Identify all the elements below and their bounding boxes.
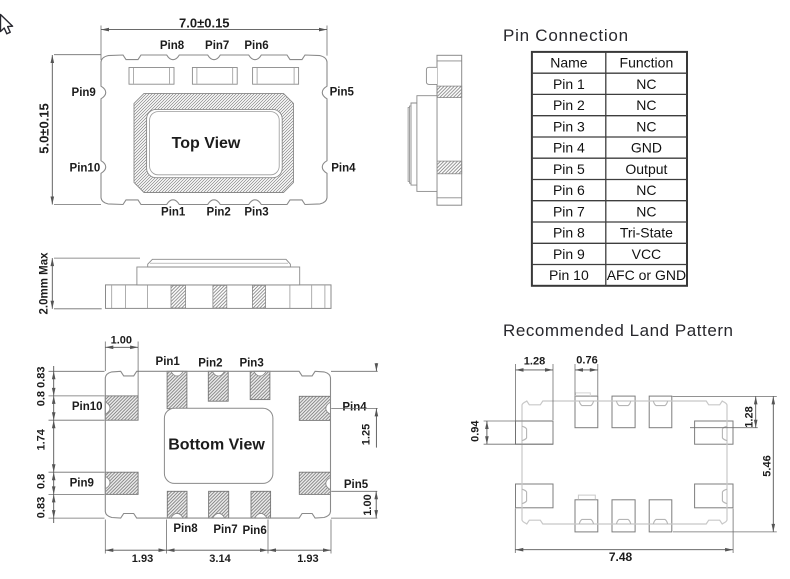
svg-text:Top View: Top View [172,135,241,152]
svg-text:7.48: 7.48 [609,550,633,564]
svg-text:0.8: 0.8 [35,474,47,489]
svg-text:1.00: 1.00 [362,494,374,515]
svg-text:Pin1: Pin1 [161,207,186,219]
svg-text:1.93: 1.93 [132,553,153,565]
svg-text:Pin8: Pin8 [173,523,198,535]
svg-text:Pin 6: Pin 6 [553,182,585,198]
svg-text:Pin8: Pin8 [160,40,185,52]
svg-text:NC: NC [636,203,656,219]
svg-text:Pin Connection: Pin Connection [503,26,629,45]
svg-text:Pin 10: Pin 10 [549,267,589,283]
svg-text:Tri-State: Tri-State [620,225,673,241]
svg-text:Output: Output [625,161,667,177]
svg-text:Pin5: Pin5 [344,479,369,491]
svg-text:Pin 8: Pin 8 [553,225,585,241]
svg-text:Pin4: Pin4 [342,402,367,414]
svg-text:Pin 9: Pin 9 [553,246,585,262]
svg-text:Pin 3: Pin 3 [553,118,585,134]
svg-text:1.74: 1.74 [35,428,47,450]
svg-text:0.8: 0.8 [35,391,47,406]
svg-text:1.28: 1.28 [524,355,545,367]
svg-text:Pin9: Pin9 [70,478,94,490]
svg-text:Function: Function [620,55,674,71]
svg-text:1.28: 1.28 [743,406,755,427]
svg-text:1.93: 1.93 [297,553,318,565]
svg-text:NC: NC [636,118,656,134]
svg-text:Pin3: Pin3 [244,207,268,219]
svg-text:Pin 5: Pin 5 [553,161,585,177]
svg-text:5.46: 5.46 [761,455,773,476]
svg-text:Pin7: Pin7 [213,524,237,536]
svg-text:1.25: 1.25 [361,424,373,445]
svg-text:0.94: 0.94 [470,420,482,442]
svg-text:Pin2: Pin2 [198,358,222,370]
svg-text:Recommended Land Pattern: Recommended Land Pattern [503,321,734,340]
svg-text:Pin 2: Pin 2 [553,97,585,113]
svg-text:Pin 4: Pin 4 [553,140,585,156]
svg-text:Bottom View: Bottom View [168,437,265,454]
svg-text:Pin5: Pin5 [330,86,355,98]
svg-text:Pin10: Pin10 [72,401,103,413]
svg-text:AFC or GND: AFC or GND [607,267,686,283]
svg-text:Name: Name [550,55,588,71]
svg-text:Pin3: Pin3 [239,358,263,370]
svg-text:NC: NC [636,97,656,113]
svg-text:3.14: 3.14 [209,553,231,565]
svg-text:0.76: 0.76 [576,355,597,367]
svg-text:Pin9: Pin9 [72,87,96,99]
svg-text:VCC: VCC [632,246,662,262]
svg-text:GND: GND [631,140,662,156]
svg-text:Pin 1: Pin 1 [553,76,585,92]
svg-text:Pin10: Pin10 [70,162,101,174]
svg-text:Pin2: Pin2 [207,207,231,219]
svg-text:1.00: 1.00 [111,334,132,346]
svg-text:Pin6: Pin6 [244,40,268,52]
svg-text:Pin1: Pin1 [156,356,181,368]
svg-text:Pin 7: Pin 7 [553,203,585,219]
svg-text:5.0±0.15: 5.0±0.15 [36,103,51,154]
svg-text:Pin4: Pin4 [331,162,356,174]
svg-text:Pin6: Pin6 [242,525,266,537]
svg-text:NC: NC [636,76,656,92]
svg-text:2.0mm Max: 2.0mm Max [39,252,51,315]
svg-text:0.83: 0.83 [35,366,47,387]
svg-text:NC: NC [636,182,656,198]
svg-text:0.83: 0.83 [35,497,47,518]
svg-text:7.0±0.15: 7.0±0.15 [179,16,230,31]
svg-text:Pin7: Pin7 [205,40,229,52]
